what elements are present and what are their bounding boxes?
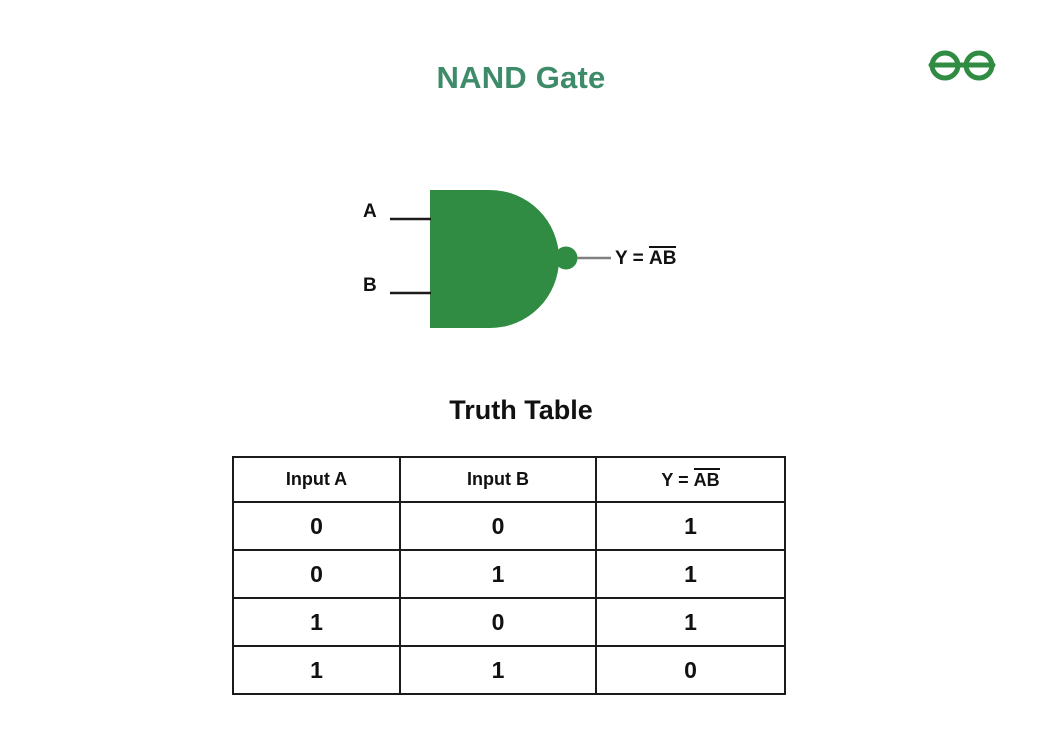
nand-gate-diagram: A B Y = AB [330, 170, 730, 350]
output-expression-overline: AB [648, 246, 677, 269]
truth-table-heading: Truth Table [449, 395, 593, 425]
page-title: NAND Gate [436, 60, 606, 95]
truth-table-container: Input A Input B Y = AB 0 0 1 0 [232, 456, 786, 695]
table-row: 0 1 1 [232, 549, 786, 599]
column-header-output-overline: AB [693, 468, 720, 490]
table-row: 1 1 0 [232, 645, 786, 695]
cell-input-b: 1 [399, 645, 597, 695]
input-b-label: B [363, 275, 377, 296]
cell-input-a: 1 [232, 597, 401, 647]
column-header-output-prefix: Y = [661, 470, 694, 490]
column-header-input-b: Input B [399, 456, 597, 503]
column-header-input-a: Input A [232, 456, 401, 503]
output-expression: Y = AB [615, 246, 677, 270]
truth-table: Input A Input B Y = AB 0 0 1 0 [232, 456, 786, 695]
geeksforgeeks-logo-icon [928, 44, 996, 86]
cell-input-a: 0 [232, 501, 401, 551]
input-a-label: A [363, 201, 377, 222]
output-expression-prefix: Y = [615, 248, 649, 269]
column-header-output: Y = AB [595, 456, 786, 503]
cell-input-b: 0 [399, 501, 597, 551]
cell-input-a: 0 [232, 549, 401, 599]
cell-input-a: 1 [232, 645, 401, 695]
cell-output-y: 0 [595, 645, 786, 695]
column-header-input-a-label: Input A [285, 469, 348, 489]
table-header-row: Input A Input B Y = AB [232, 456, 786, 503]
table-row: 0 0 1 [232, 501, 786, 551]
cell-output-y: 1 [595, 501, 786, 551]
and-body-shape [430, 190, 559, 328]
cell-input-b: 1 [399, 549, 597, 599]
table-row: 1 0 1 [232, 597, 786, 647]
cell-input-b: 0 [399, 597, 597, 647]
cell-output-y: 1 [595, 597, 786, 647]
column-header-output-expression: Y = AB [661, 468, 720, 490]
inversion-bubble-icon [554, 246, 578, 270]
cell-output-y: 1 [595, 549, 786, 599]
column-header-input-b-label: Input B [467, 469, 529, 489]
